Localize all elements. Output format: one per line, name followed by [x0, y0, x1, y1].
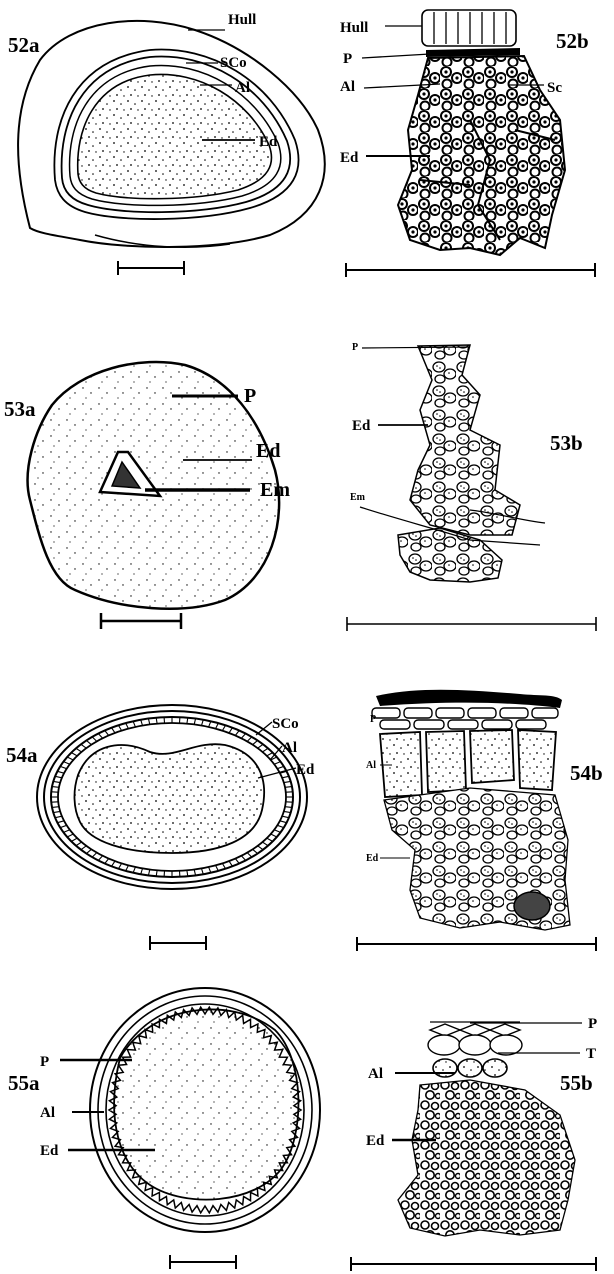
panel-55b: 55b P T Al Ed: [351, 1016, 597, 1271]
panel-52b: 52b Hull P Al Sc Ed: [340, 10, 595, 277]
label-sco: SCo: [220, 55, 247, 71]
label-ed: Ed: [296, 762, 315, 778]
label-p: P: [40, 1054, 49, 1070]
label-p: P: [370, 714, 376, 725]
figure-label-54b: 54b: [570, 761, 603, 785]
panel-54b: 54b P Al Ed: [357, 690, 603, 951]
label-al: Al: [340, 79, 355, 95]
label-ed: Ed: [352, 418, 371, 434]
label-p: P: [244, 385, 256, 407]
label-hull: Hull: [228, 12, 256, 28]
figure-label-52a: 52a: [8, 33, 40, 57]
label-ed: Ed: [340, 150, 359, 166]
panel-54a: 54a SCo Al Ed: [6, 705, 315, 950]
label-al: Al: [235, 80, 250, 96]
label-em: Em: [260, 479, 290, 501]
panel-53b: 53b P Ed Em: [347, 342, 596, 631]
figure-label-55b: 55b: [560, 1071, 593, 1095]
panel-53a: 53a P Ed Em: [4, 362, 290, 629]
scale-bar-54a: [150, 936, 206, 950]
figure-label-55a: 55a: [8, 1071, 40, 1095]
scale-bar-55a: [170, 1255, 236, 1269]
label-al: Al: [368, 1066, 383, 1082]
figure-label-53a: 53a: [4, 397, 36, 421]
panel-52a: 52a Hull SCo Al Ed: [8, 12, 325, 275]
figure-label-54a: 54a: [6, 743, 38, 767]
label-p: P: [343, 51, 352, 67]
scale-bar-52b: [346, 263, 595, 277]
scale-bar-53a: [101, 613, 181, 629]
label-al: Al: [282, 740, 297, 756]
scale-bar-54b: [357, 937, 596, 951]
scale-bar-52a: [118, 261, 184, 275]
scale-bar-55b: [351, 1257, 596, 1271]
label-ed: Ed: [259, 134, 278, 150]
label-al: Al: [40, 1105, 55, 1121]
label-p: P: [588, 1016, 597, 1032]
label-em: Em: [350, 492, 366, 503]
figure-label-52b: 52b: [556, 29, 589, 53]
label-sc: Sc: [547, 80, 562, 96]
scale-bar-53b: [347, 617, 596, 631]
label-ed: Ed: [40, 1143, 59, 1159]
label-ed: Ed: [256, 440, 280, 462]
label-ed: Ed: [366, 853, 379, 864]
panel-55a: 55a P Al Ed: [8, 988, 320, 1269]
label-sco: SCo: [272, 716, 299, 732]
label-al: Al: [366, 760, 376, 771]
label-ed: Ed: [366, 1133, 385, 1149]
label-hull: Hull: [340, 20, 368, 36]
label-p: P: [352, 342, 358, 353]
label-t: T: [586, 1046, 596, 1062]
figure-label-53b: 53b: [550, 431, 583, 455]
